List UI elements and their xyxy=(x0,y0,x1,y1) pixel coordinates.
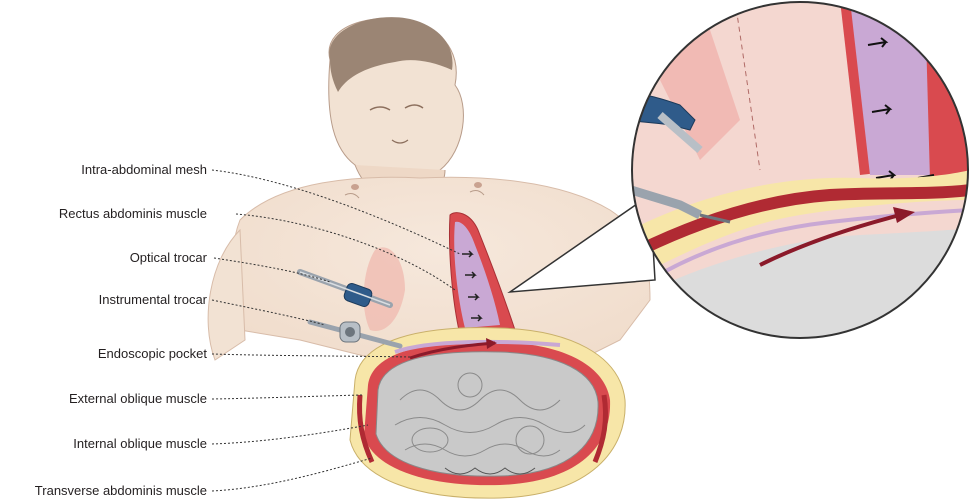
label-rectus-abdominis-muscle: Rectus abdominis muscle xyxy=(59,206,207,222)
label-endoscopic-pocket: Endoscopic pocket xyxy=(98,346,207,362)
label-intra-abdominal-mesh: Intra-abdominal mesh xyxy=(81,162,207,178)
label-instrumental-trocar: Instrumental trocar xyxy=(99,292,207,308)
head xyxy=(329,17,464,200)
magnified-inset xyxy=(615,0,969,340)
abdominal-cross-section xyxy=(350,328,625,499)
label-optical-trocar: Optical trocar xyxy=(130,250,207,266)
label-internal-oblique-muscle: Internal oblique muscle xyxy=(73,436,207,452)
label-transverse-abdominis-muscle: Transverse abdominis muscle xyxy=(35,483,207,499)
label-external-oblique-muscle: External oblique muscle xyxy=(69,391,207,407)
